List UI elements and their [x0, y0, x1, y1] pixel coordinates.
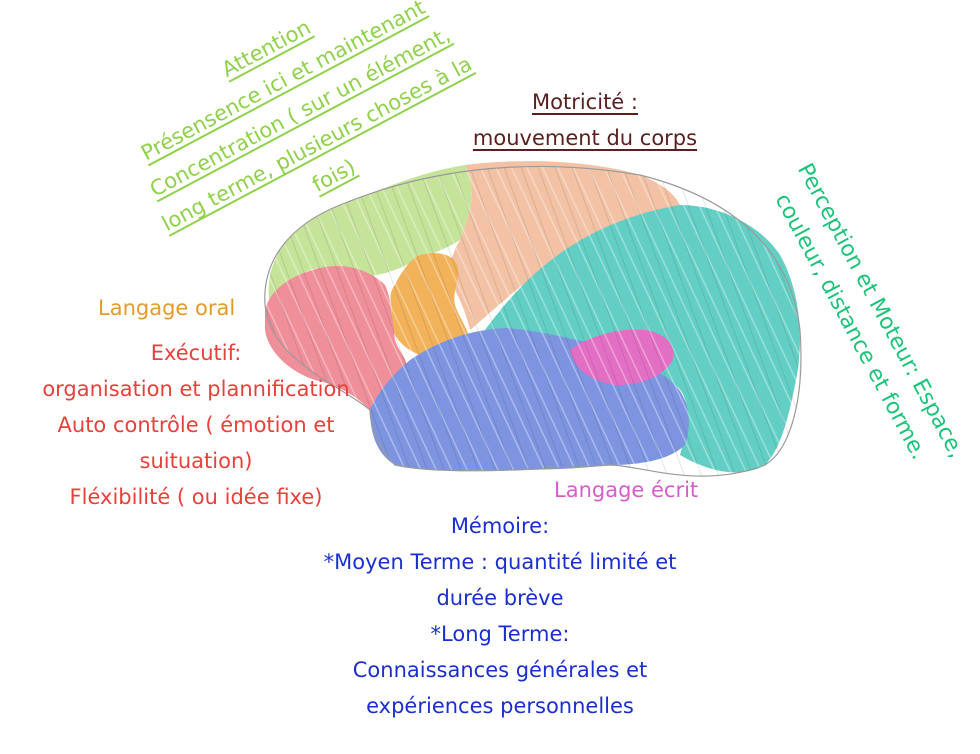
executif-line: Fléxibilité ( ou idée fixe) [69, 485, 323, 509]
motricite-title: Motricité : [532, 90, 638, 114]
memoire-line: Connaissances générales et [352, 658, 648, 682]
executif-line: suituation) [139, 449, 253, 473]
brain-outline [264, 165, 802, 477]
executif-line: organisation et plannification [42, 377, 350, 401]
motricite-line: mouvement du corps [472, 126, 698, 150]
label-executif: Exécutif: organisation et plannification… [10, 335, 382, 515]
memoire-line: durée brève [436, 586, 564, 610]
executif-title: Exécutif: [150, 341, 242, 365]
executif-line: Auto contrôle ( émotion et [57, 413, 335, 437]
memoire-line: *Moyen Terme : quantité limité et [323, 550, 677, 574]
memoire-title: Mémoire: [450, 514, 550, 538]
memoire-line: expériences personnelles [366, 694, 634, 718]
texture-dark [264, 166, 801, 477]
label-motricite: Motricité : mouvement du corps [440, 84, 730, 156]
memoire-line: *Long Terme: [430, 622, 570, 646]
label-memoire: Mémoire: *Moyen Terme : quantité limité … [270, 508, 730, 724]
label-langage-oral: Langage oral [98, 296, 236, 320]
label-langage-ecrit: Langage écrit [554, 478, 699, 502]
